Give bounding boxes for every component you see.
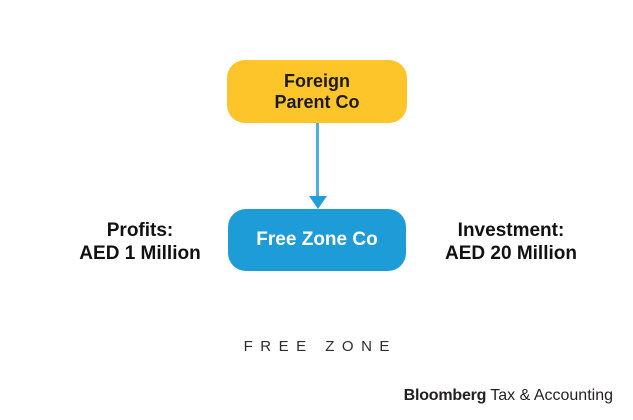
profits-note: Profits: AED 1 Million <box>30 219 250 265</box>
parent-to-child-arrow-line <box>316 123 319 199</box>
parent-to-child-arrow-head <box>309 196 327 209</box>
foreign-parent-co-label: Foreign Parent Co <box>227 71 407 113</box>
foreign-parent-co-label-line1: Foreign <box>284 70 350 91</box>
foreign-parent-co-box: Foreign Parent Co <box>227 60 407 123</box>
profits-note-line1: Profits: <box>106 220 174 241</box>
investment-note-line1: Investment: <box>457 220 565 241</box>
bloomberg-logo-bold-text: Bloomberg <box>403 387 487 404</box>
investment-note: Investment: AED 20 Million <box>401 219 621 265</box>
free-zone-caption: FREE ZONE <box>243 338 397 355</box>
investment-note-line2: AED 20 Million <box>445 243 577 264</box>
foreign-parent-co-label-line2: Parent Co <box>274 91 360 112</box>
free-zone-co-label-text: Free Zone Co <box>256 229 378 250</box>
profits-note-line2: AED 1 Million <box>79 243 201 264</box>
free-zone-co-label: Free Zone Co <box>228 229 406 251</box>
free-zone-co-box: Free Zone Co <box>228 209 406 271</box>
bloomberg-logo-regular-text: Tax & Accounting <box>490 387 613 404</box>
